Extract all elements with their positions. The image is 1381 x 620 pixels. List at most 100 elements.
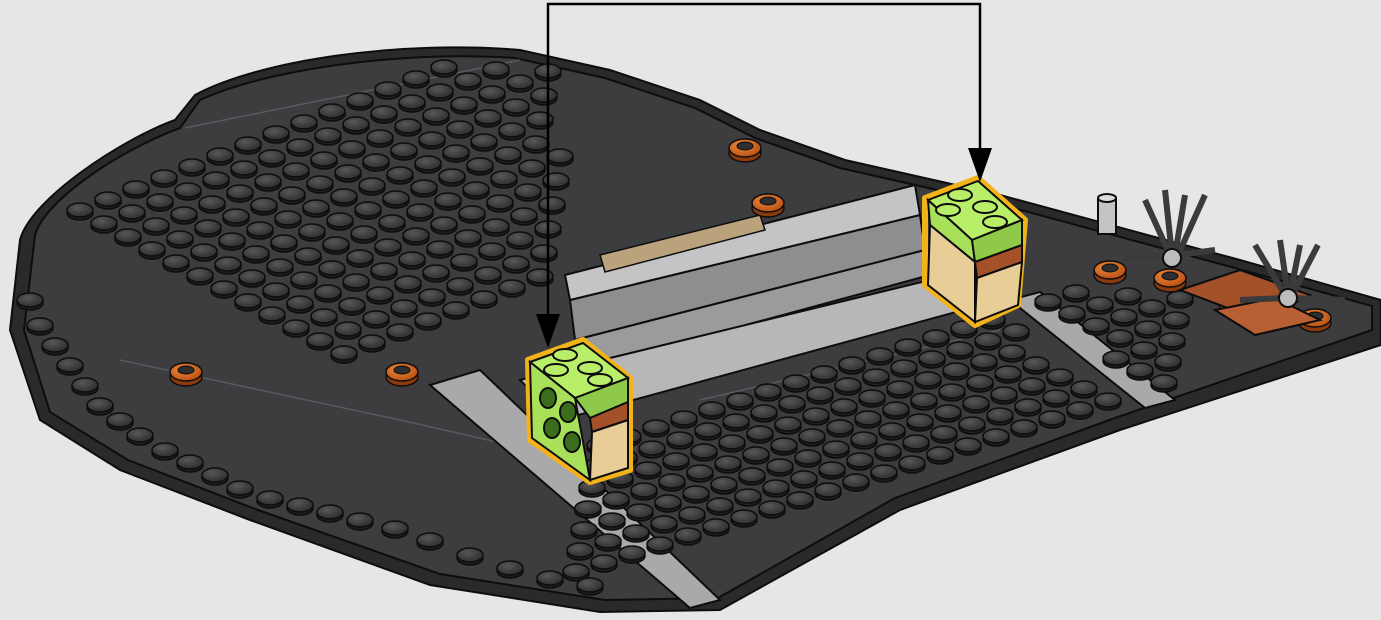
stud [417,533,443,550]
stud [775,417,801,434]
stud [943,363,969,380]
stud [743,447,769,464]
stud [203,172,229,189]
stud [423,265,449,282]
stud [851,432,877,449]
stud [443,302,469,319]
stud [415,313,441,330]
stud [751,405,777,422]
stud [591,555,617,572]
stud [899,456,925,473]
orange-round-plate [386,363,418,386]
stud [515,184,541,201]
stud [382,521,408,538]
stud [375,239,401,256]
stud [823,441,849,458]
stud [891,360,917,377]
stud [447,121,473,138]
stud [1139,300,1165,317]
orange-round-plate [729,139,761,162]
stud [571,522,597,539]
stud [923,330,949,347]
stud [219,233,245,250]
stud [623,525,649,542]
stud [331,189,357,206]
stud [635,462,661,479]
stud [1063,285,1089,302]
stud [383,191,409,208]
stud [363,154,389,171]
stud [1135,321,1161,338]
stud [202,468,228,485]
stud [503,99,529,116]
stud [147,194,173,211]
stud [987,408,1013,425]
stud [783,375,809,392]
stud [711,477,737,494]
stud [319,104,345,121]
stud [1131,342,1157,359]
stud [235,137,261,154]
stud [1039,411,1065,428]
stud [807,387,833,404]
stud [403,71,429,88]
stud [119,205,145,222]
green-stud [588,374,612,386]
stud [279,187,305,204]
gray-post-top [1098,194,1116,202]
stud [779,396,805,413]
orange-round-plate [170,363,202,386]
stud [315,128,341,145]
stud [1023,357,1049,374]
stud [1103,351,1129,368]
stud [57,358,83,375]
stud [843,474,869,491]
stud [395,276,421,293]
stud [483,62,509,79]
stud [863,369,889,386]
stud [227,481,253,498]
stud [72,378,98,395]
stud [947,342,973,359]
stud [257,491,283,508]
stud [457,548,483,565]
stud [791,471,817,488]
stud [247,222,273,239]
stud [235,294,261,311]
stud [887,381,913,398]
stud [867,348,893,365]
stud [211,281,237,298]
stud [271,235,297,252]
stud [379,215,405,232]
stud [487,195,513,212]
stud [599,513,625,530]
stud [443,145,469,162]
stud [727,393,753,410]
stud [815,483,841,500]
stud [431,217,457,234]
orange-round-plate [1094,261,1126,284]
stud [227,185,253,202]
stud [531,88,557,105]
stud [367,287,393,304]
stud [175,183,201,200]
stud [195,220,221,237]
stud [603,492,629,509]
stud [375,82,401,99]
stud [787,492,813,509]
stud [107,413,133,430]
stud [871,465,897,482]
stud [391,300,417,317]
stud [355,202,381,219]
stud [451,254,477,271]
stud [1127,363,1153,380]
stud [223,209,249,226]
stud [239,270,265,287]
stud [495,147,521,164]
stud [171,207,197,224]
stud [27,318,53,335]
stud [179,159,205,176]
stud [291,115,317,132]
stud [317,505,343,522]
